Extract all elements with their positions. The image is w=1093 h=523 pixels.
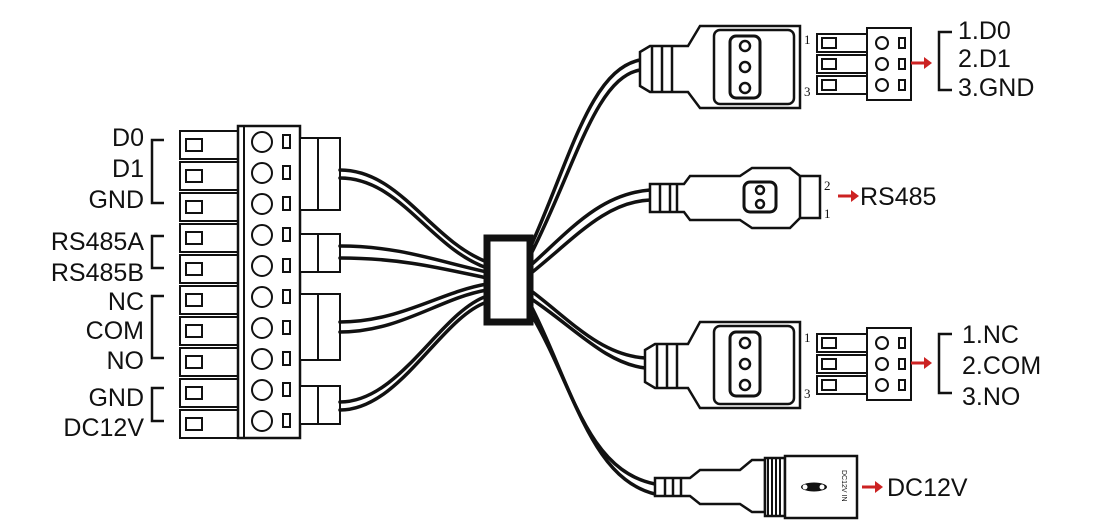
wiegand-label-d1: 2.D1	[958, 45, 1011, 73]
bracket-rs485-group	[150, 234, 164, 270]
terminal-label-d0: D0	[112, 124, 144, 152]
relay-pin-bottom: 3	[804, 386, 811, 401]
bracket-power-group	[150, 386, 164, 423]
relay-arrow-head	[924, 357, 932, 369]
harness-cables	[338, 58, 657, 496]
relay-label-nc: 1.NC	[962, 321, 1019, 349]
wiegand-label-gnd: 3.GND	[958, 74, 1034, 102]
terminal-label-dc12v: DC12V	[63, 414, 144, 442]
terminal-label-nc: NC	[108, 288, 144, 316]
terminal-label-rs485a: RS485A	[51, 228, 144, 256]
terminal-label-d1: D1	[112, 155, 144, 183]
rs485-arrow-head	[851, 190, 859, 202]
wiegand-label-d0: 1.D0	[958, 17, 1011, 45]
terminal-plug-fingers	[179, 130, 239, 439]
power-label: DC12V	[887, 474, 968, 502]
wiegand-arrow-head	[924, 57, 932, 69]
wiegand-bracket	[937, 30, 952, 92]
terminal-label-rs485b: RS485B	[51, 259, 144, 287]
rs485-pin-top: 2	[824, 178, 831, 193]
cable-junction-hub	[483, 234, 534, 326]
wiegand-pin-top: 1	[804, 32, 811, 47]
power-jack-text: DC12V IN	[840, 470, 847, 502]
power-arrow-head	[875, 481, 883, 493]
bracket-relay-group	[150, 294, 164, 360]
terminal-label-no: NO	[107, 347, 145, 375]
rs485-pin-bottom: 1	[824, 206, 831, 221]
relay-pin-top: 1	[804, 330, 811, 345]
relay-label-no: 3.NO	[962, 383, 1020, 411]
rs485-label: RS485	[860, 183, 936, 211]
relay-label-com: 2.COM	[962, 352, 1041, 380]
terminal-label-gnd: GND	[88, 186, 144, 214]
bracket-wiegand-group	[150, 138, 164, 205]
power-jack-slot	[801, 482, 827, 492]
terminal-cable-ferrules	[299, 137, 341, 425]
relay-bracket	[937, 332, 952, 395]
wiegand-mating-plug	[816, 27, 912, 101]
terminal-label-com: COM	[86, 317, 144, 345]
rs485-connector: 2 1 RS485	[648, 166, 936, 230]
terminal-screws	[251, 131, 291, 432]
wiegand-pin-bottom: 3	[804, 84, 811, 99]
terminal-label-gnd-2: GND	[88, 384, 144, 412]
relay-connector: 1 3 1.NC 2.COM 3.NO	[643, 320, 1041, 411]
relay-mating-plug	[816, 327, 912, 401]
wiegand-connector: 1 3 1.D0 2.D1 3.GND	[638, 17, 1034, 110]
power-connector: DC12V IN DC12V	[653, 454, 968, 520]
left-terminal-block: D0 D1 GND RS485A RS485B NC COM NO GND DC…	[51, 124, 341, 442]
